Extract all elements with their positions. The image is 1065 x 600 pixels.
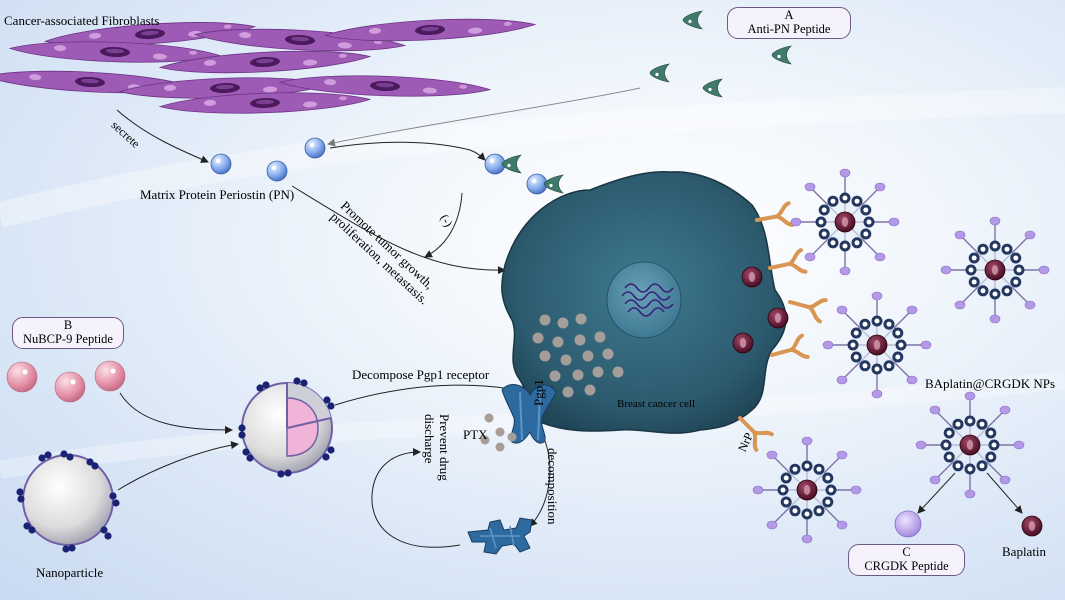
breast-cancer-cell-label: Breast cancer cell: [617, 398, 696, 410]
decomposition-label: decomposition: [545, 448, 560, 525]
breast-cancer-cell: [501, 170, 789, 434]
loaded-nanoparticle: [238, 377, 335, 478]
fibroblasts-label: Cancer-associated Fibroblasts: [4, 13, 160, 28]
baplatin-crgdk-nanoparticles: [753, 169, 1049, 543]
nubcp9-box-name: NuBCP-9 Peptide: [23, 332, 113, 346]
decomposed-pgp1: [467, 517, 533, 555]
crgdk-box-name: CRGDK Peptide: [864, 559, 949, 573]
ptx-label: PTX: [463, 427, 488, 442]
pgp1-transporter: [501, 384, 557, 444]
nanoparticle: [16, 450, 120, 553]
nubcp9-peptide-spheres: [6, 360, 126, 403]
pgp1-label: Pgp1: [531, 379, 546, 406]
crgdk-peptide-particle: [894, 510, 922, 538]
crgdk-box-letter: C: [902, 545, 911, 559]
nubcp9-peptide-box: B NuBCP-9 Peptide: [12, 317, 124, 349]
anti-pn-peptide-box: A Anti-PN Peptide: [727, 7, 851, 39]
decompose-pgp1-label: Decompose Pgp1 receptor: [352, 367, 490, 382]
anti-pn-box-name: Anti-PN Peptide: [747, 22, 831, 36]
periostin-label: Matrix Protein Periostin (PN): [140, 187, 295, 202]
fibroblast-cells: [0, 14, 536, 117]
prevent-line-1: Prevent drug: [437, 414, 452, 481]
nanoparticle-label: Nanoparticle: [36, 565, 104, 580]
prevent-discharge-label: Prevent drug discharge: [422, 414, 452, 481]
ptx-molecules: [480, 413, 517, 452]
crgdk-peptide-box: C CRGDK Peptide: [848, 544, 965, 576]
baplatin-label: Baplatin: [1002, 544, 1047, 559]
anti-pn-box-letter: A: [784, 8, 794, 22]
nubcp9-box-letter: B: [63, 318, 73, 332]
baplatin-particle: [1021, 515, 1043, 537]
baplatin-nps-label: BAplatin@CRGDK NPs: [925, 376, 1056, 391]
prevent-line-2: discharge: [422, 414, 437, 464]
